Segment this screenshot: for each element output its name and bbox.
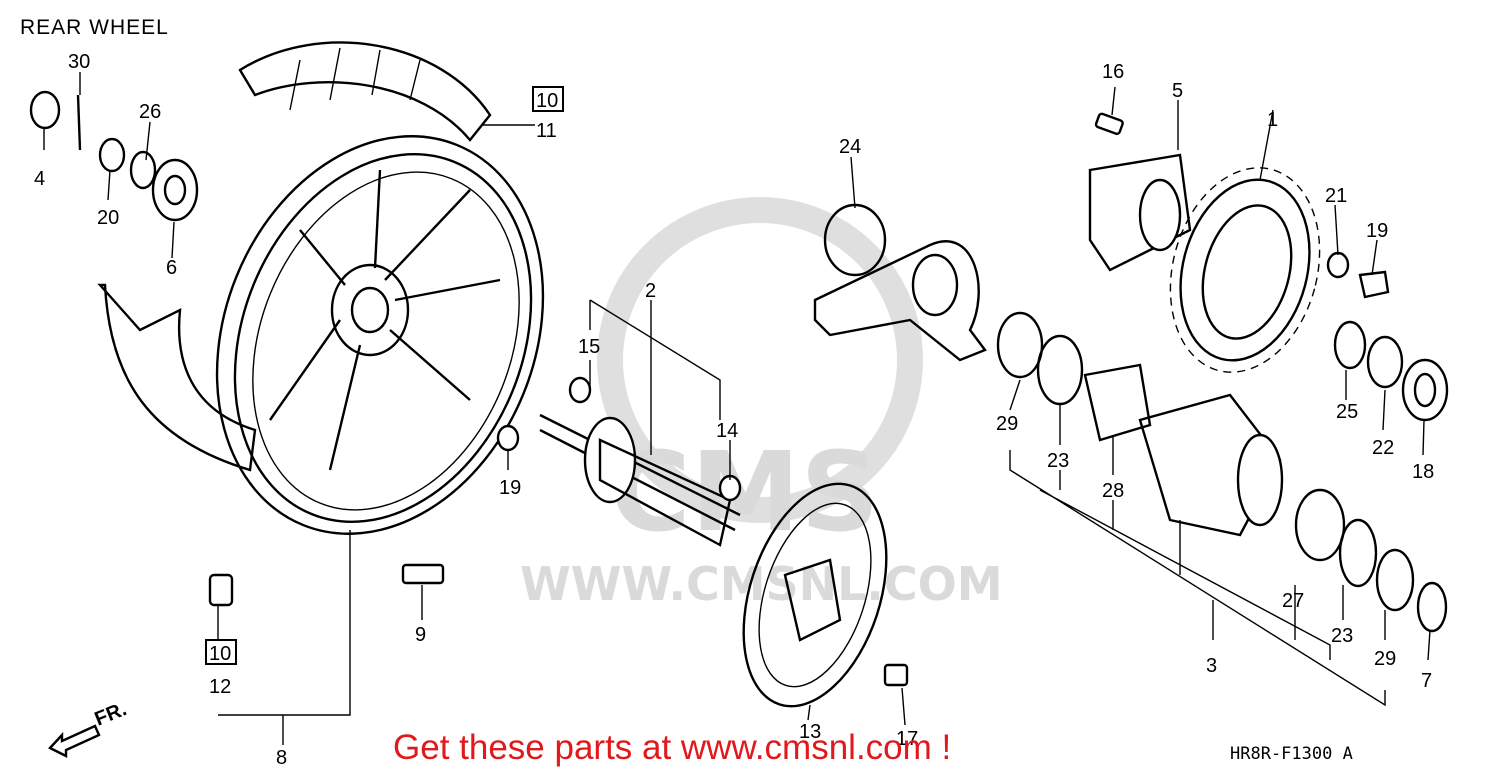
callout-30: 30	[68, 51, 90, 73]
wheel	[215, 135, 545, 535]
callout-26: 26	[139, 101, 161, 123]
page-title: REAR WHEEL	[20, 16, 169, 39]
callout-24: 24	[839, 136, 861, 158]
direction-label: FR.	[92, 698, 130, 730]
callout-20: 20	[97, 207, 119, 229]
callout-7: 7	[1421, 670, 1432, 692]
callout-2: 2	[645, 280, 656, 302]
callout-17: 17	[896, 728, 918, 750]
final-drive-sprocket	[1169, 167, 1321, 373]
hub-assembly	[996, 311, 1448, 633]
callout-12: 12	[209, 676, 231, 698]
diagram-code: HR8R-F1300 A	[1230, 744, 1353, 764]
callout-3: 3	[1206, 655, 1217, 677]
callout-14: 14	[716, 420, 738, 442]
brake-disc	[742, 482, 909, 708]
callout-19-left: 19	[499, 477, 521, 499]
leader-lines	[43, 72, 1431, 745]
callout-21: 21	[1325, 185, 1347, 207]
callout-22: 22	[1372, 437, 1394, 459]
callout-16: 16	[1102, 61, 1124, 83]
callout-18: 18	[1412, 461, 1434, 483]
footer-promo-link[interactable]: Get these parts at www.cmsnl.com !	[393, 728, 952, 767]
callout-19-right: 19	[1366, 220, 1388, 242]
callout-8: 8	[276, 747, 287, 769]
callout-27: 27	[1282, 590, 1304, 612]
callout-1: 1	[1267, 109, 1278, 131]
callout-28: 28	[1102, 480, 1124, 502]
callout-10-top: 10	[536, 90, 558, 112]
callout-15: 15	[578, 336, 600, 358]
hugger-fender	[97, 283, 257, 472]
axle-assembly	[496, 376, 742, 547]
callout-numbers: 1 2 3 4 5 6 7 8 9 10 10 11 12 13 14 15 1…	[34, 51, 1434, 769]
callout-10-bottom: 10	[209, 643, 231, 665]
callout-9: 9	[415, 624, 426, 646]
callout-29-upper: 29	[996, 413, 1018, 435]
callout-13: 13	[799, 721, 821, 743]
callout-5: 5	[1172, 80, 1183, 102]
callout-11: 11	[536, 120, 557, 142]
cms-watermark: CMS WWW.CMSNL.COM	[520, 197, 1003, 611]
callout-23-upper: 23	[1047, 450, 1069, 472]
sprocket-carrier	[1088, 112, 1192, 272]
callout-25: 25	[1336, 401, 1358, 423]
front-direction-arrow: FR.	[48, 698, 130, 758]
callout-23-lower: 23	[1331, 625, 1353, 647]
tire	[238, 41, 492, 142]
watermark-logo: CMS	[610, 428, 879, 556]
callout-29-lower: 29	[1374, 648, 1396, 670]
callout-6: 6	[166, 257, 177, 279]
callout-4: 4	[34, 168, 45, 190]
left-small-parts	[29, 90, 445, 607]
